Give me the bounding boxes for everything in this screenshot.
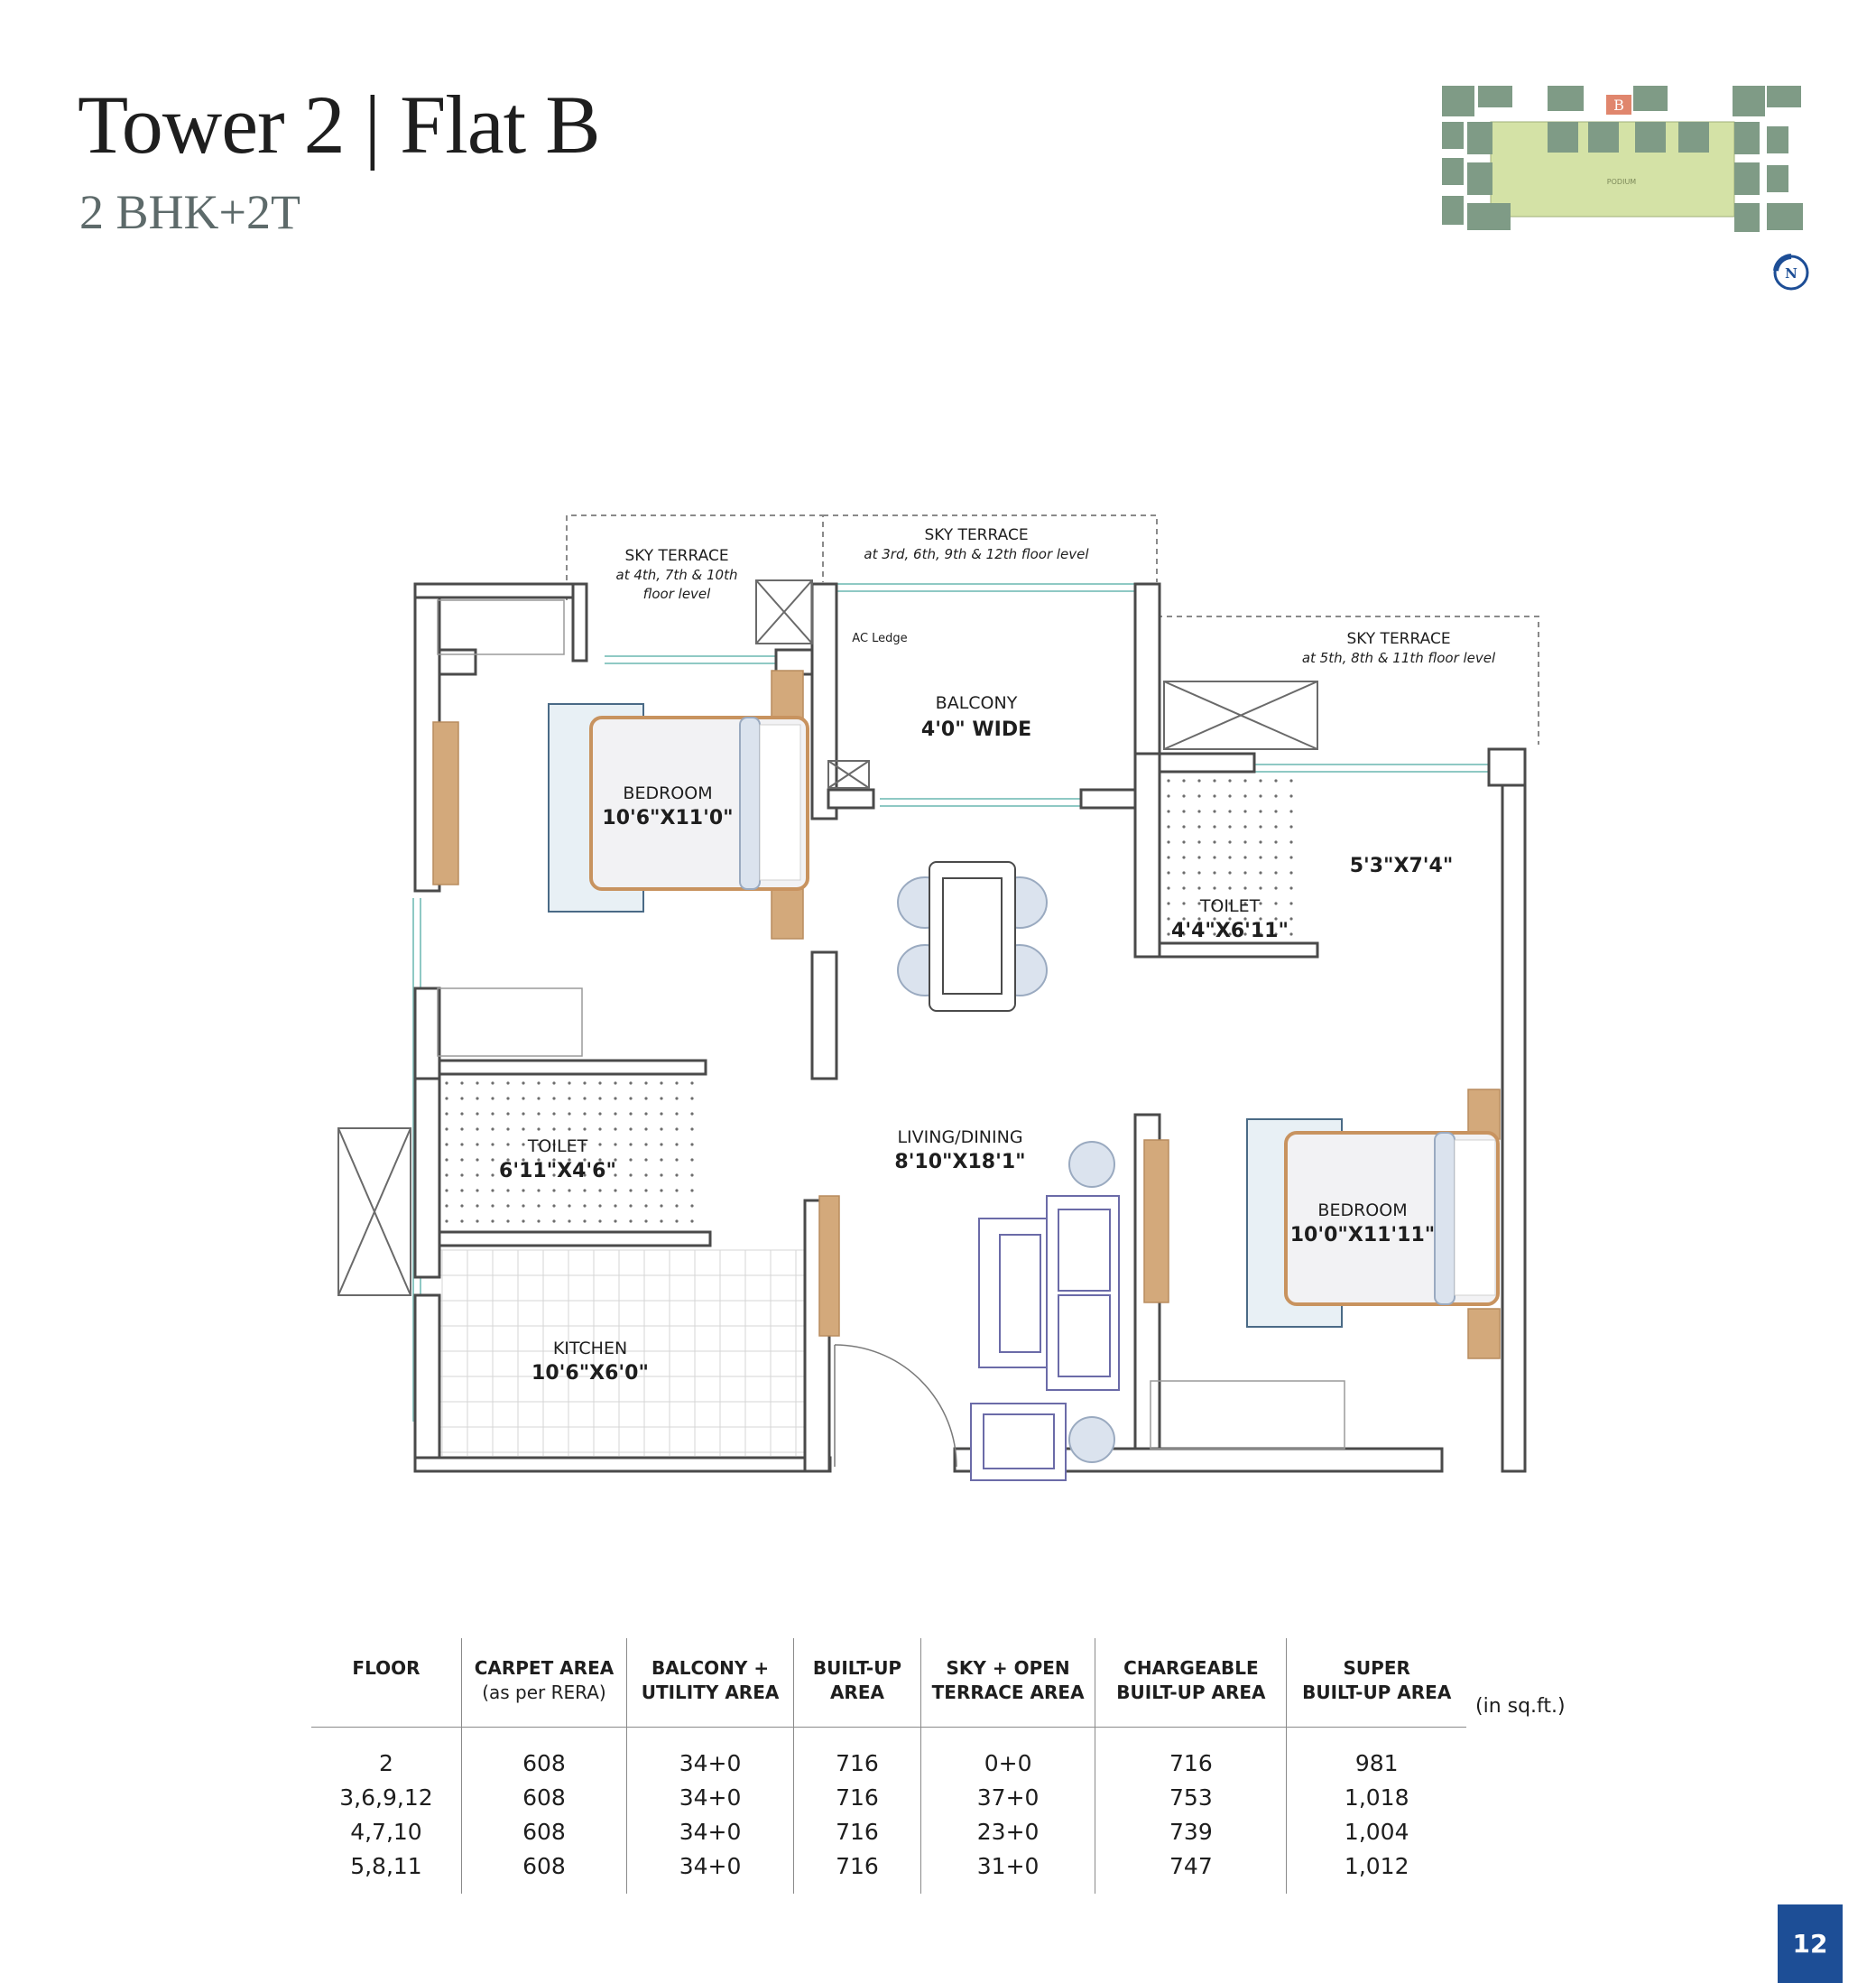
svg-text:at 4th, 7th & 10th: at 4th, 7th & 10th [616, 567, 738, 583]
living-dining-label: LIVING/DINING [897, 1127, 1022, 1147]
table-cell: 716 [793, 1814, 921, 1849]
key-plan: PODIUM B N [1442, 86, 1809, 291]
column-header: CARPET AREA(as per RERA) [460, 1638, 627, 1728]
dining-table [897, 861, 1048, 1012]
toilet-1-label: TOILET [1199, 896, 1261, 916]
service-shafts [337, 579, 1318, 1296]
sky-terrace-3-label: SKY TERRACE [1346, 630, 1450, 648]
table-cell: 608 [460, 1727, 627, 1780]
room-labels: SKY TERRACE at 4th, 7th & 10th floor lev… [499, 526, 1496, 1385]
utility-size-label: 5'3"X7'4" [1350, 855, 1454, 877]
table-cell: 1,004 [1286, 1814, 1466, 1849]
svg-text:10'0"X11'11": 10'0"X11'11" [1290, 1224, 1436, 1246]
page-number: 12 [1778, 1904, 1843, 1983]
bedroom-1-label: BEDROOM [623, 783, 712, 803]
railings [437, 599, 1345, 1450]
svg-text:at 5th, 8th & 11th floor level: at 5th, 8th & 11th floor level [1302, 650, 1496, 666]
table-cell: 716 [793, 1727, 921, 1780]
podium-label: PODIUM [1607, 178, 1636, 186]
svg-text:4'0" WIDE: 4'0" WIDE [921, 718, 1031, 741]
table-cell: 2 [379, 1749, 393, 1776]
svg-text:N: N [1785, 265, 1797, 282]
svg-text:floor level: floor level [643, 586, 711, 602]
sky-terrace-2-label: SKY TERRACE [924, 526, 1028, 544]
ac-ledge-label: AC Ledge [852, 632, 907, 645]
sky-terrace-outlines [566, 514, 1539, 745]
table-cell: 739 [1095, 1814, 1287, 1849]
balcony-label: BALCONY [936, 693, 1018, 713]
toilet-2-label: TOILET [527, 1136, 588, 1156]
table-cell: 716 [793, 1780, 921, 1814]
table-cell: 608 [460, 1849, 627, 1894]
table-cell: 5,8,11 [350, 1852, 422, 1879]
doors [834, 1344, 957, 1468]
table-cell: 31+0 [920, 1849, 1095, 1894]
floor-plan: SKY TERRACE at 4th, 7th & 10th floor lev… [337, 514, 1539, 1481]
table-cell: 3,6,9,12 [339, 1784, 433, 1811]
table-cell: 608 [460, 1814, 627, 1849]
table-cell: 747 [1095, 1849, 1287, 1894]
flat-marker: B [1613, 97, 1624, 114]
toilet-floor-dots [445, 779, 1293, 1223]
table-cell: 34+0 [625, 1814, 794, 1849]
table-cell: 981 [1286, 1727, 1466, 1780]
kitchen-floor-grid [439, 1249, 805, 1456]
table-cell: 1,018 [1286, 1780, 1466, 1814]
svg-text:6'11"X4'6": 6'11"X4'6" [499, 1160, 616, 1182]
sky-terrace-1-label: SKY TERRACE [624, 547, 728, 565]
table-cell: 716 [1095, 1727, 1287, 1780]
bedroom-2-label: BEDROOM [1317, 1200, 1407, 1220]
key-plan-blocks [1442, 86, 1803, 232]
table-cell: 608 [460, 1780, 627, 1814]
table-cell: 1,012 [1286, 1849, 1466, 1894]
page-subtitle: 2 BHK+2T [79, 185, 300, 239]
svg-text:10'6"X6'0": 10'6"X6'0" [531, 1362, 649, 1385]
bed-1 [548, 703, 809, 913]
svg-text:10'6"X11'0": 10'6"X11'0" [602, 807, 733, 829]
table-cell: 0+0 [920, 1727, 1095, 1780]
key-plan-flat-highlight: B [1606, 95, 1631, 115]
svg-text:4'4"X6'11": 4'4"X6'11" [1171, 920, 1289, 942]
page-title: Tower 2 | Flat B [78, 79, 601, 171]
svg-text:at 3rd, 6th, 9th & 12th floor: at 3rd, 6th, 9th & 12th floor level [864, 546, 1089, 562]
north-icon: N [1773, 254, 1809, 291]
kitchen-label: KITCHEN [553, 1339, 627, 1358]
column-header: BALCONY +UTILITY AREA [625, 1638, 794, 1728]
table-cell: 23+0 [920, 1814, 1095, 1849]
column-header: FLOOR [311, 1638, 462, 1728]
table-cell: 34+0 [625, 1780, 794, 1814]
svg-text:8'10"X18'1": 8'10"X18'1" [894, 1151, 1025, 1173]
table-cell: 753 [1095, 1780, 1287, 1814]
table-cell: 34+0 [625, 1849, 794, 1894]
table-cell: 4,7,10 [350, 1818, 422, 1845]
sofa-set [970, 1141, 1120, 1481]
table-cell: 34+0 [625, 1727, 794, 1780]
wardrobes [432, 670, 1501, 1359]
bed-2 [1246, 1118, 1500, 1328]
table-cell: 716 [793, 1849, 921, 1894]
unit-note: (in sq.ft.) [1475, 1695, 1566, 1718]
table-cell: 37+0 [920, 1780, 1095, 1814]
